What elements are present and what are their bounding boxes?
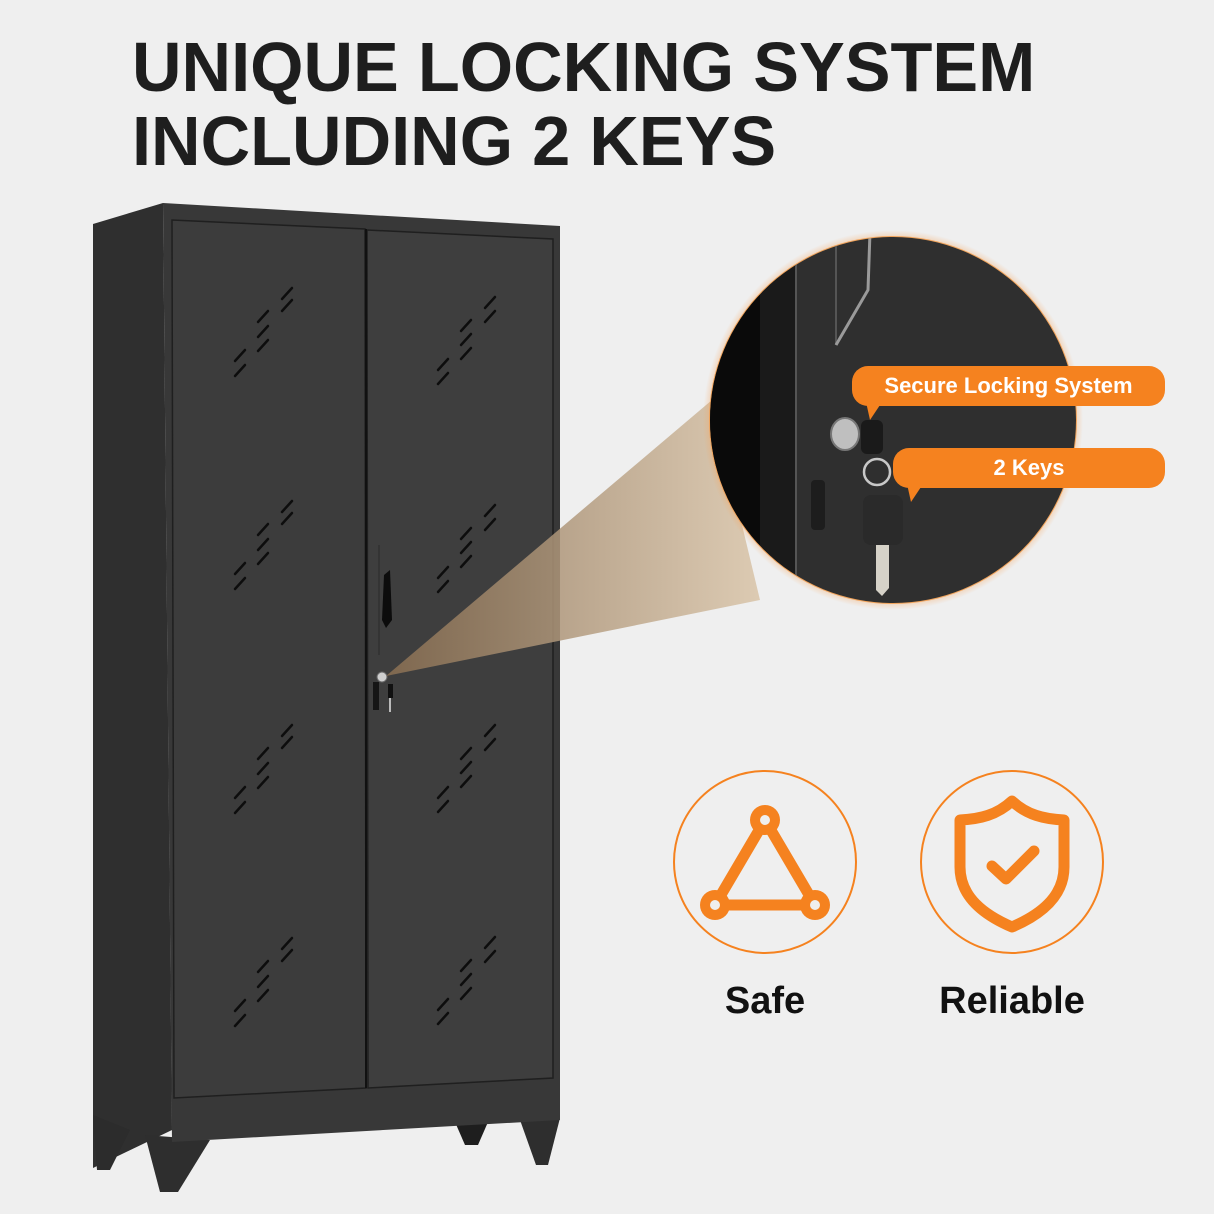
magnifier-lens — [703, 230, 1083, 610]
feature-reliable: Reliable — [917, 770, 1107, 1023]
callout-2-keys: 2 Keys — [893, 448, 1165, 502]
callout-secure-locking-system: Secure Locking System — [852, 366, 1165, 420]
feature-safe: Safe — [670, 770, 860, 1023]
headline: UNIQUE LOCKING SYSTEM INCLUDING 2 KEYS — [132, 30, 1035, 178]
shield-check-icon — [954, 795, 1070, 933]
vent-slots — [233, 286, 497, 1028]
key-closeup — [863, 495, 903, 545]
headline-line-2: INCLUDING 2 KEYS — [132, 102, 777, 180]
zoom-beam — [386, 400, 760, 676]
feature-label: Safe — [724, 980, 806, 1022]
feature-label: Reliable — [939, 980, 1085, 1022]
lock-cylinder-closeup — [830, 417, 860, 451]
feature-ring — [920, 770, 1104, 954]
callout-tail — [907, 484, 923, 502]
key-ring — [862, 457, 892, 487]
callout-tail — [866, 402, 882, 420]
callout-label: Secure Locking System — [884, 373, 1133, 398]
door-handle — [382, 570, 392, 628]
headline-line-1: UNIQUE LOCKING SYSTEM — [132, 28, 1036, 106]
triangle-nodes-icon — [700, 805, 830, 920]
feature-ring — [673, 770, 857, 954]
callout-label: 2 Keys — [993, 455, 1065, 480]
lock-cylinder — [376, 671, 388, 683]
metal-cabinet — [93, 203, 560, 1192]
